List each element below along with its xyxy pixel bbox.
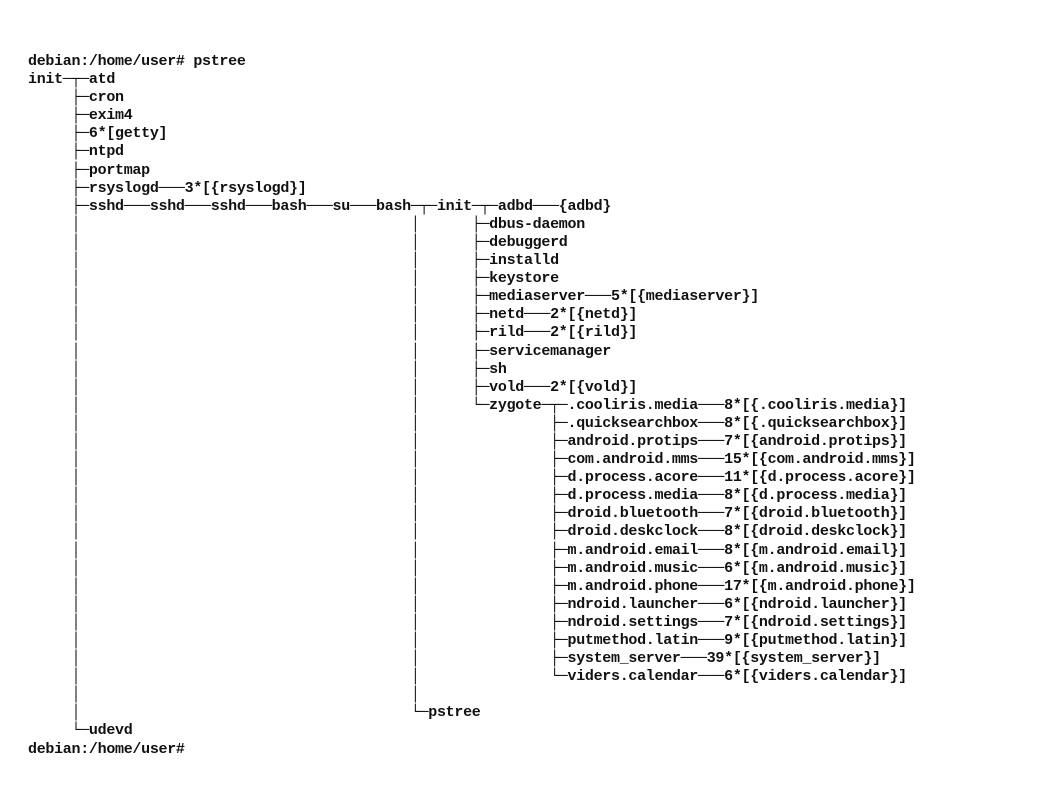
terminal-line: │ │ ├─.quicksearchbox───8*[{.quicksearch… xyxy=(28,414,908,432)
terminal-line: ├─sshd───sshd───sshd───bash───su───bash─… xyxy=(28,197,612,215)
terminal-line: ├─exim4 xyxy=(28,107,133,125)
terminal-line: │ │ ├─droid.deskclock───8*[{droid.deskcl… xyxy=(28,523,908,541)
terminal-line: │ │ ├─dbus-daemon xyxy=(28,215,586,233)
terminal-line: │ │ ├─m.android.email───8*[{m.android.em… xyxy=(28,541,908,559)
terminal-line: │ │ ├─rild───2*[{rild}] xyxy=(28,324,638,342)
terminal-line: │ │ ├─sh xyxy=(28,360,507,378)
terminal-line: │ │ ├─d.process.media───8*[{d.process.me… xyxy=(28,487,908,505)
terminal-line: init─┬─atd xyxy=(28,71,116,89)
terminal-line: debian:/home/user# pstree xyxy=(28,53,246,70)
terminal-line: ├─rsyslogd───3*[{rsyslogd}] xyxy=(28,179,307,197)
terminal-line: │ │ ├─ndroid.settings───7*[{ndroid.setti… xyxy=(28,613,908,631)
terminal-line: │ │ ├─mediaserver───5*[{mediaserver}] xyxy=(28,288,760,306)
terminal-output[interactable]: debian:/home/user# pstree init─┬─atd ├─c… xyxy=(28,53,1048,753)
terminal-line: │ │ ├─d.process.acore───11*[{d.process.a… xyxy=(28,469,916,487)
terminal-line: │ │ ├─ndroid.launcher───6*[{ndroid.launc… xyxy=(28,595,908,613)
terminal-line: │ │ ├─vold───2*[{vold}] xyxy=(28,378,638,396)
terminal-line: │ │ ├─debuggerd xyxy=(28,233,568,251)
terminal-prompt[interactable]: debian:/home/user# xyxy=(28,740,185,753)
terminal-line: │ │ ├─servicemanager xyxy=(28,342,612,360)
terminal-line: └─udevd xyxy=(28,722,133,740)
terminal-line: │ │ ├─installd xyxy=(28,252,560,270)
terminal-line: │ │ ├─android.protips───7*[{android.prot… xyxy=(28,432,908,450)
terminal-line: │ │ xyxy=(28,686,420,704)
terminal-line: │ └─pstree xyxy=(28,704,481,722)
terminal-line: ├─cron xyxy=(28,89,125,107)
terminal-line: │ │ ├─system_server───39*[{system_server… xyxy=(28,650,882,668)
terminal-line: │ │ └─zygote─┬─.cooliris.media───8*[{.co… xyxy=(28,396,908,414)
terminal-line: │ │ ├─keystore xyxy=(28,270,560,288)
terminal-line: │ │ ├─com.android.mms───15*[{com.android… xyxy=(28,451,916,469)
terminal-line: ├─ntpd xyxy=(28,143,125,161)
terminal-line: ├─portmap xyxy=(28,161,151,179)
terminal-line: │ │ └─viders.calendar───6*[{viders.calen… xyxy=(28,668,908,686)
terminal-line: │ │ ├─m.android.phone───17*[{m.android.p… xyxy=(28,577,916,595)
terminal-line: │ │ ├─m.android.music───6*[{m.android.mu… xyxy=(28,559,908,577)
terminal-line: │ │ ├─putmethod.latin───9*[{putmethod.la… xyxy=(28,632,908,649)
terminal-line: ├─6*[getty] xyxy=(28,125,168,143)
terminal-line: │ │ ├─droid.bluetooth───7*[{droid.blueto… xyxy=(28,505,908,523)
terminal-line: │ │ ├─netd───2*[{netd}] xyxy=(28,306,638,324)
